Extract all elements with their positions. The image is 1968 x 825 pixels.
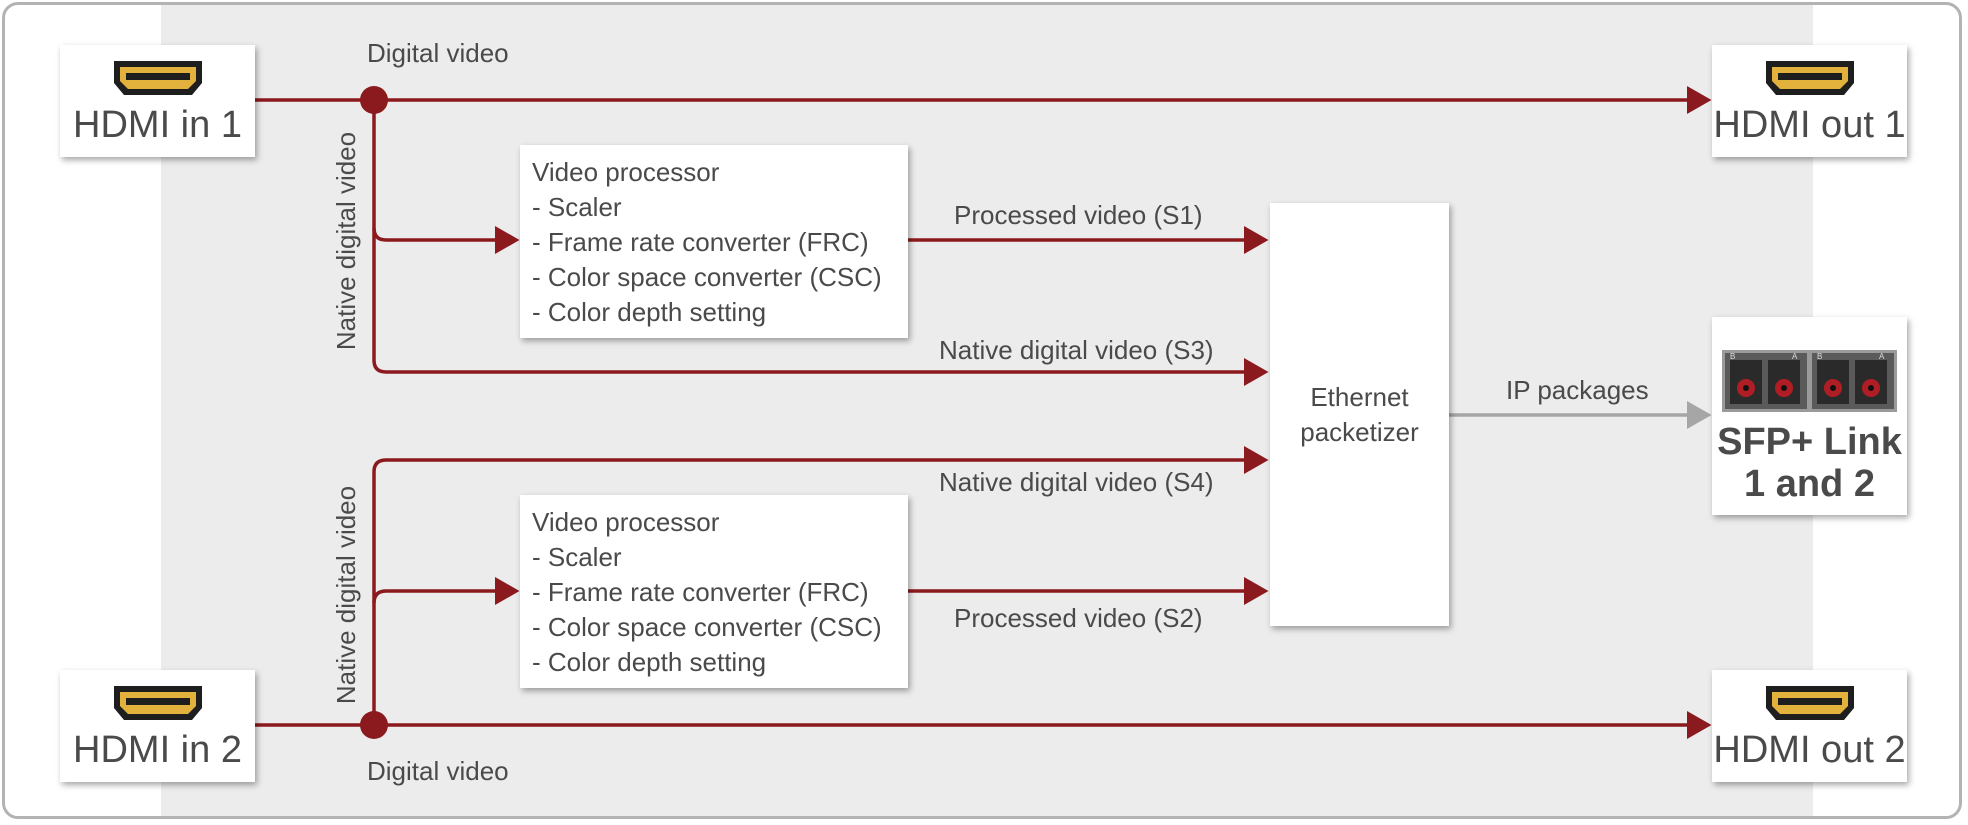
label-native-vertical-bottom: Native digital video	[331, 485, 361, 705]
hdmi-connector-icon	[113, 61, 202, 95]
wire-branch-native-top	[372, 100, 1269, 386]
sfp-port-letter: A	[1879, 352, 1885, 361]
junction-dot-top	[360, 86, 388, 114]
processor-item: - Color space converter (CSC)	[532, 612, 882, 642]
sfp-port-letter: A	[1792, 352, 1798, 361]
video-processor-top: Video processor - Scaler - Frame rate co…	[520, 145, 908, 338]
hdmi-out-2-port: HDMI out 2	[1712, 670, 1907, 782]
sfp-link-label-line2: 1 and 2	[1744, 463, 1875, 505]
sfp-port-letter: B	[1817, 352, 1822, 361]
label-digital-video-top: Digital video	[367, 38, 509, 68]
sfp-link-label: SFP+ Link 1 and 2	[1712, 421, 1907, 505]
sfp-port-letter: B	[1730, 352, 1735, 361]
wire-branch-native-bottom	[372, 446, 1269, 725]
sfp-link-label-line1: SFP+ Link	[1717, 421, 1902, 463]
hdmi-in-1-port: HDMI in 1	[60, 45, 255, 157]
hdmi-connector-icon	[113, 686, 202, 720]
label-digital-video-bottom: Digital video	[367, 756, 509, 786]
wire-to-processor-top	[372, 226, 520, 254]
label-native-s3: Native digital video (S3)	[939, 335, 1214, 365]
video-processor-bottom: Video processor - Scaler - Frame rate co…	[520, 495, 908, 688]
hdmi-connector-icon	[1765, 686, 1854, 720]
hdmi-in-2-port: HDMI in 2	[60, 670, 255, 782]
processor-item: - Color depth setting	[532, 647, 767, 677]
hdmi-out-1-port: HDMI out 1	[1712, 45, 1907, 157]
label-ip-packages: IP packages	[1506, 375, 1649, 405]
label-processed-s2: Processed video (S2)	[954, 603, 1203, 633]
label-native-vertical-top: Native digital video	[331, 131, 361, 351]
label-native-s4: Native digital video (S4)	[939, 467, 1214, 497]
processor-item: - Color depth setting	[532, 297, 767, 327]
processor-item: - Scaler	[532, 192, 622, 222]
processor-item: - Frame rate converter (FRC)	[532, 227, 869, 257]
hdmi-out-2-label: HDMI out 2	[1713, 729, 1906, 771]
packetizer-line2: packetizer	[1300, 416, 1419, 447]
sfp-fiber-connector-icon: B A B A	[1722, 350, 1897, 412]
ethernet-packetizer: Ethernet packetizer	[1270, 203, 1449, 626]
processor-title: Video processor	[532, 157, 720, 187]
processor-title: Video processor	[532, 507, 720, 537]
sfp-link-port: B A B A SFP+ Link 1 and 2	[1712, 317, 1907, 515]
junction-dot-bottom	[360, 711, 388, 739]
hdmi-out-1-label: HDMI out 1	[1713, 104, 1906, 146]
wire-to-processor-bottom	[372, 577, 520, 605]
processor-item: - Frame rate converter (FRC)	[532, 577, 869, 607]
hdmi-in-1-label: HDMI in 1	[73, 104, 242, 146]
processor-item: - Scaler	[532, 542, 622, 572]
device-panel	[161, 5, 1813, 816]
packetizer-line1: Ethernet	[1310, 381, 1409, 412]
processor-item: - Color space converter (CSC)	[532, 262, 882, 292]
hdmi-connector-icon	[1765, 61, 1854, 95]
label-processed-s1: Processed video (S1)	[954, 200, 1203, 230]
hdmi-in-2-label: HDMI in 2	[73, 729, 242, 771]
